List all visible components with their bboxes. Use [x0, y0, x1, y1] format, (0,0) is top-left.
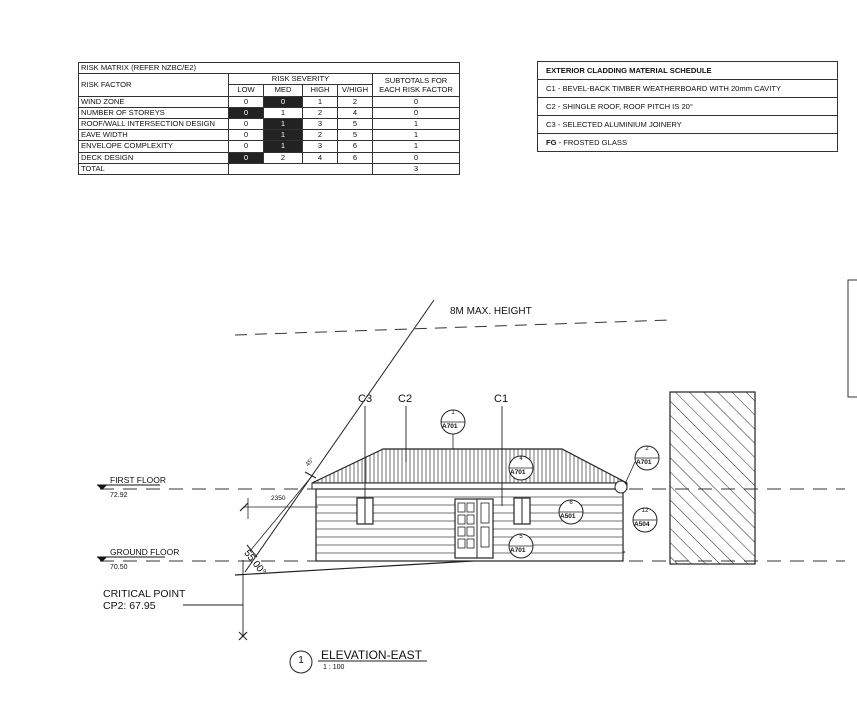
first-floor-label: FIRST FLOOR [110, 475, 167, 485]
risk-value-selected: 1 [263, 129, 303, 142]
roof [311, 448, 628, 484]
callout-2-top: 2 [645, 446, 649, 452]
risk-value-selected: 0 [263, 95, 303, 108]
risk-factor-name: NUMBER OF STOREYS [78, 106, 229, 119]
first-floor-level: 72.92 [110, 492, 128, 499]
risk-value: 0 [228, 117, 264, 131]
neighbour-building [669, 391, 756, 565]
cladding-item: FG - FROSTED GLASS [546, 138, 628, 147]
edge-frame [847, 279, 857, 398]
view-scale: 1 : 100 [323, 664, 345, 671]
callout-6-bottom: A501 [560, 513, 576, 520]
risk-value: 5 [337, 117, 373, 131]
risk-value: 3 [302, 117, 338, 131]
risk-value-selected: 1 [263, 117, 303, 131]
dim-2350: 2350 [271, 495, 286, 502]
risk-subtotal: 0 [372, 151, 460, 164]
first-floor-marker [97, 485, 107, 490]
tag-c3: C3 [358, 393, 373, 405]
risk-factor-name: EAVE WIDTH [78, 129, 229, 142]
risk-value-selected: 0 [228, 106, 264, 119]
risk-factor-name: DECK DESIGN [78, 151, 229, 164]
risk-value: 2 [302, 129, 338, 142]
risk-subtotal: 1 [372, 140, 460, 153]
callout-5-top: 5 [519, 534, 523, 540]
critical-point-value: CP2: 67.95 [103, 600, 156, 612]
risk-value: 0 [228, 95, 264, 108]
risk-value-selected: 1 [263, 140, 303, 153]
cladding-item: C2 - SHINGLE ROOF, ROOF PITCH IS 20° [538, 98, 837, 116]
subtotals-header: SUBTOTALS FOR EACH RISK FACTOR [372, 73, 460, 97]
risk-matrix-title: RISK MATRIX (REFER NZBC/E2) [78, 61, 460, 75]
callout-1-top: 1 [451, 410, 455, 416]
risk-subtotal: 1 [372, 129, 460, 142]
risk-value: 1 [263, 106, 303, 119]
callout-1-bottom: A701 [442, 423, 458, 430]
risk-severity-header: RISK SEVERITY [228, 73, 373, 86]
total-label: TOTAL [78, 162, 229, 175]
risk-factor-name: WIND ZONE [78, 95, 229, 108]
risk-value: 1 [302, 95, 338, 108]
risk-value: 2 [337, 95, 373, 108]
risk-matrix-table: RISK MATRIX (REFER NZBC/E2) RISK FACTOR … [78, 61, 460, 175]
ground-floor-marker [97, 557, 107, 562]
cladding-schedule: EXTERIOR CLADDING MATERIAL SCHEDULE C1 -… [537, 61, 838, 152]
risk-subtotal: 1 [372, 117, 460, 131]
level-med: MED [263, 84, 303, 97]
callout-4-bottom: A701 [510, 469, 526, 476]
risk-value: 4 [337, 106, 373, 119]
risk-value: 3 [302, 140, 338, 153]
risk-factor-name: ROOF/WALL INTERSECTION DESIGN [78, 117, 229, 131]
cladding-item: C1 - BEVEL-BACK TIMBER WEATHERBOARD WITH… [538, 80, 837, 98]
cladding-schedule-title: EXTERIOR CLADDING MATERIAL SCHEDULE [538, 62, 837, 80]
risk-factor-name: ENVELOPE COMPLEXITY [78, 140, 229, 153]
callout-4-top: 4 [519, 456, 523, 462]
view-number-circle [289, 650, 313, 674]
level-high: HIGH [302, 84, 338, 97]
callout-2-bottom: A701 [636, 459, 652, 466]
risk-value: 5 [337, 129, 373, 142]
critical-point-label: CRITICAL POINT [103, 588, 186, 600]
total-value: 3 [372, 162, 460, 175]
max-height-line [234, 319, 671, 336]
risk-value: 4 [302, 151, 338, 164]
gutter-detail-circle [614, 480, 628, 494]
risk-value: 2 [263, 151, 303, 164]
risk-value: 0 [228, 129, 264, 142]
callout-6-top: 6 [569, 500, 573, 506]
risk-value: 6 [337, 151, 373, 164]
callout-5-bottom: A701 [510, 547, 526, 554]
gutter [311, 482, 628, 490]
level-low: LOW [228, 84, 264, 97]
risk-value-selected: 0 [228, 151, 264, 164]
ground-floor-level: 70.50 [110, 564, 128, 571]
tag-c2: C2 [398, 393, 413, 405]
view-number: 1 [298, 655, 304, 666]
risk-value: 0 [228, 140, 264, 153]
view-title: ELEVATION-EAST [321, 648, 422, 662]
callout-12-bottom: A504 [634, 521, 650, 528]
tag-c1: C1 [494, 393, 509, 405]
ground-floor-label: GROUND FLOOR [110, 547, 180, 557]
risk-value: 2 [302, 106, 338, 119]
height-plane-line [244, 299, 435, 573]
max-height-label: 8M MAX. HEIGHT [450, 306, 532, 317]
cladding-item: C3 - SELECTED ALUMINIUM JOINERY [538, 116, 837, 134]
callout-12-top: 12 [641, 508, 649, 514]
risk-value: 6 [337, 140, 373, 153]
risk-factor-header: RISK FACTOR [78, 73, 229, 97]
risk-subtotal: 0 [372, 106, 460, 119]
level-vhigh: V/HIGH [337, 84, 373, 97]
risk-subtotal: 0 [372, 95, 460, 108]
